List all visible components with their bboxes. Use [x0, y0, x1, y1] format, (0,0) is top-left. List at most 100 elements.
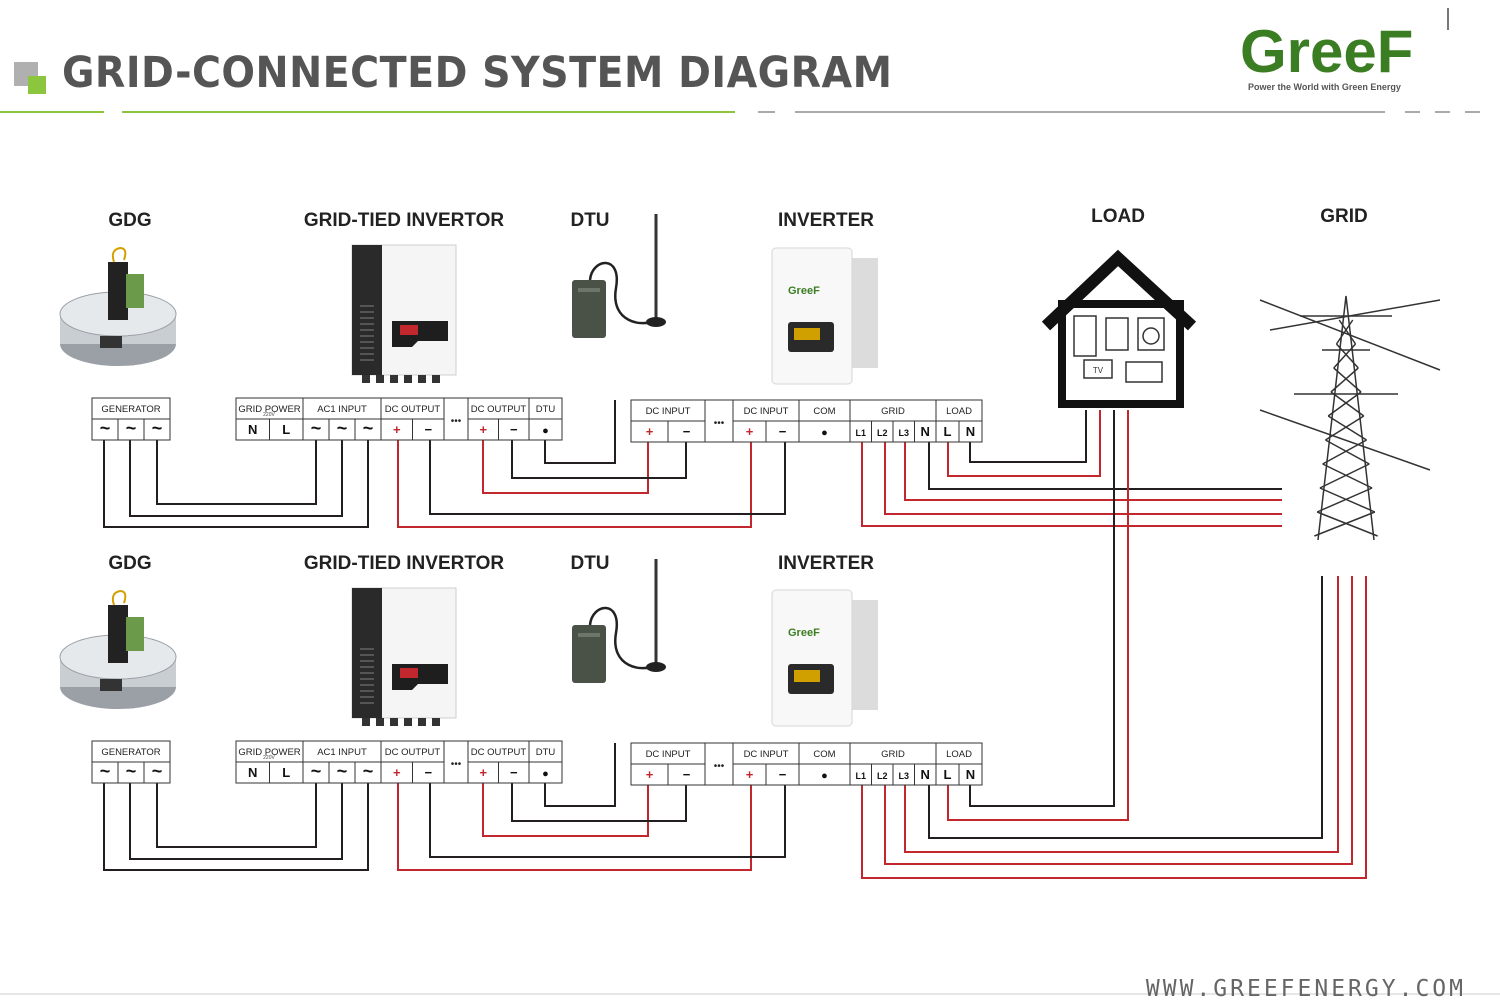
terminal-symbol: N	[248, 765, 257, 780]
dtu-antenna-base	[646, 662, 666, 672]
dc-output-block-label: DC OUTPUT	[471, 404, 527, 415]
terminal-cell	[528, 761, 563, 784]
gti-vent	[360, 696, 374, 698]
ellipsis-label: •••	[714, 418, 725, 429]
inverter-side	[848, 258, 878, 368]
terminal-symbol: N	[921, 424, 930, 439]
title-square-green	[28, 76, 46, 94]
black-wire	[429, 783, 786, 858]
terminal-symbol: N	[248, 422, 257, 437]
inverter-body	[771, 247, 853, 385]
tower-lattice	[1316, 487, 1376, 513]
terminal-symbol: L2	[877, 771, 888, 781]
tower-lattice	[1333, 343, 1359, 369]
inverter-icon: GreeF	[771, 589, 878, 727]
dtu-strip	[578, 633, 600, 637]
terminal-symbol: +	[393, 422, 401, 437]
terminal-symbol: L3	[898, 771, 909, 781]
gti-vent	[360, 666, 374, 668]
terminal-symbol: L3	[898, 428, 909, 438]
dtu-icon	[572, 214, 666, 338]
terminal-symbol: ~	[337, 761, 348, 781]
inverter-screen	[794, 670, 820, 682]
generator-cable	[111, 589, 127, 606]
terminal-symbol: L2	[877, 428, 888, 438]
generator-shaft	[108, 605, 128, 663]
black-wire	[103, 783, 369, 871]
inverter-side	[848, 600, 878, 710]
red-wire	[482, 783, 649, 837]
dc-input-block-label: DC INPUT	[646, 406, 691, 417]
ellipsis-label: •••	[714, 761, 725, 772]
generator-shaft	[108, 262, 128, 320]
terminal-cell	[143, 761, 171, 784]
black-wire	[129, 440, 343, 517]
terminal-symbol: ~	[100, 418, 111, 438]
terminal-symbol: ~	[126, 418, 137, 438]
tower-lattice	[1330, 367, 1362, 393]
terminal-symbol: L1	[855, 428, 866, 438]
gti-vent	[360, 702, 374, 704]
black-wire	[156, 440, 317, 505]
inverter-logo: GreeF	[788, 627, 820, 639]
label-gdg-2: GDG	[108, 553, 152, 574]
gti-vent	[360, 329, 374, 331]
terminal-cell	[528, 418, 563, 441]
red-wire	[397, 783, 752, 871]
com-block-label: COM	[813, 749, 835, 760]
terminal-symbol: −	[683, 767, 691, 782]
gti-side	[352, 245, 382, 375]
inverter-screen	[794, 328, 820, 340]
grid-tied-inverter-icon	[351, 587, 457, 726]
terminal-symbol: −	[779, 767, 787, 782]
terminal-symbol: +	[746, 767, 754, 782]
gti-vent	[360, 359, 374, 361]
terminal-symbol: +	[646, 767, 654, 782]
wiring	[103, 400, 1367, 879]
generator-connector	[126, 274, 144, 308]
load-block-label: LOAD	[946, 406, 972, 417]
black-wire	[928, 576, 1323, 839]
terminal-cell	[958, 420, 983, 443]
terminal-gap-cell	[443, 740, 469, 784]
inverter-icon: GreeF	[771, 247, 878, 385]
dtu-cable	[588, 261, 657, 325]
grid-power-block-label: GRID POWER	[238, 747, 300, 758]
website-url: WWW.GREEFENERGY.COM	[1145, 976, 1466, 1002]
gti-port	[362, 375, 370, 383]
load-block-label: LOAD	[946, 749, 972, 760]
gti-port	[362, 718, 370, 726]
terminal-symbol: +	[646, 424, 654, 439]
gti-port	[404, 718, 412, 726]
red-wire	[884, 576, 1353, 865]
gti-vent	[360, 311, 374, 313]
com-block-label: COM	[813, 406, 835, 417]
generator-plate	[100, 336, 122, 348]
terminal-symbol: +	[746, 424, 754, 439]
gti-port	[432, 375, 440, 383]
terminal-symbol: ~	[100, 761, 111, 781]
terminal-symbol: −	[510, 422, 518, 437]
grid-power-voltage: 220V	[263, 755, 275, 761]
terminal-cell	[958, 763, 983, 786]
terminal-symbol: +	[479, 422, 487, 437]
house-walls	[1058, 300, 1184, 408]
grid-power-block-label: GRID POWER	[238, 404, 300, 415]
dc-input-block-label: DC INPUT	[744, 749, 789, 760]
gti-vent	[360, 684, 374, 686]
terminal-symbol: ●	[542, 425, 549, 437]
gti-port	[390, 375, 398, 383]
terminal-symbol: ~	[152, 418, 163, 438]
tower-lattice	[1335, 319, 1357, 345]
gti-side	[352, 588, 382, 718]
grid-tied-inverter-icon	[351, 244, 457, 383]
terminal-cell	[143, 418, 171, 441]
red-wire	[397, 440, 752, 528]
red-wire	[947, 410, 1101, 477]
terminal-symbol: −	[779, 424, 787, 439]
gti-port	[376, 718, 384, 726]
grid-block-label: GRID	[881, 406, 905, 417]
terminal-symbol: L1	[855, 771, 866, 781]
